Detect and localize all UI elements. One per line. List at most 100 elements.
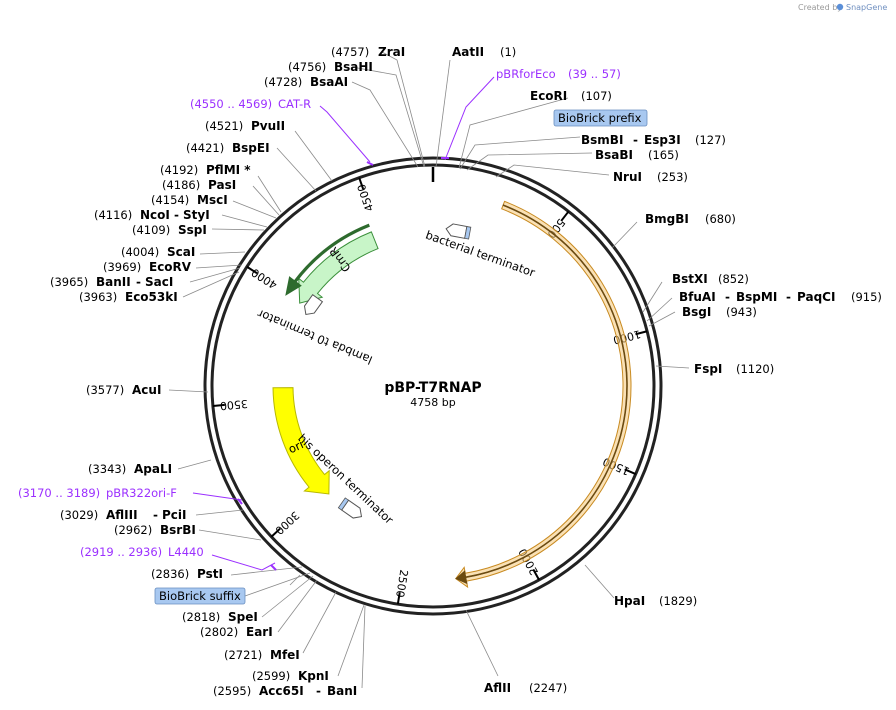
primer-pbr322ori-f[interactable]: pBR322ori-F [106, 486, 177, 500]
enzyme-bsmbi[interactable]: BsmBI [581, 133, 623, 147]
tick-mark-4500 [358, 177, 365, 190]
tick-mark-1500 [624, 468, 637, 476]
primer-pbr322ori-f-range: (3170 .. 3189) [18, 486, 100, 500]
enzyme-acc65i-pos: (2595) [213, 684, 251, 698]
backbone-outer [203, 156, 663, 616]
primer-pbrforeco[interactable]: pBRforEco [496, 67, 556, 81]
enzyme-sspi[interactable]: SspI [178, 223, 207, 237]
enzyme-bsgi[interactable]: BsgI [682, 305, 711, 319]
enzyme-banii[interactable]: BanII [96, 275, 131, 289]
enzyme-spei[interactable]: SpeI [228, 610, 258, 624]
enzyme-bsaai-pos: (4728) [264, 75, 302, 89]
primer-cat-r[interactable]: CAT-R [278, 97, 311, 111]
primer-l4440-leader [211, 554, 276, 571]
plasmid-size: 4758 bp [410, 396, 455, 409]
enzyme-banii-pos: (3965) [50, 275, 88, 289]
feature-ori[interactable] [272, 387, 330, 495]
biobrick-prefix[interactable]: BioBrick prefix [558, 111, 642, 125]
enzyme-ncoi-pos: (4116) [94, 208, 132, 222]
tick-mark-1000 [635, 330, 648, 336]
biobrick-prefix-box [553, 109, 648, 127]
enzyme-afliii-pos: (3029) [60, 508, 98, 522]
enzyme-bspmi-sep: - [786, 290, 791, 304]
enzyme-kpni[interactable]: KpnI [298, 669, 329, 683]
enzyme-nrui[interactable]: NruI [613, 170, 642, 184]
enzyme-afliii-sep: - [153, 508, 158, 522]
feature-bacterial-terminator[interactable] [445, 223, 472, 240]
enzyme-pflmi-pos: (4192) [160, 163, 198, 177]
enzyme-apali[interactable]: ApaLI [134, 462, 172, 476]
feature-his-operon-terminator[interactable] [337, 497, 365, 522]
enzyme-bfuai[interactable]: BfuAI [679, 290, 716, 304]
enzyme-bsahi[interactable]: BsaHI [334, 60, 373, 74]
enzyme-ecori-pos: (107) [581, 89, 612, 103]
enzyme-ecori[interactable]: EcoRI [530, 89, 567, 103]
plasmid-name: pBP-T7RNAP [384, 380, 481, 396]
enzyme-bsabi[interactable]: BsaBI [595, 148, 633, 162]
enzyme-aatii-pos: (1) [500, 45, 516, 59]
feature-t7-rnap[interactable] [455, 200, 632, 589]
enzyme-zrai[interactable]: ZraI [378, 45, 405, 59]
enzyme-bsrbi[interactable]: BsrBI [160, 523, 196, 537]
enzyme-bsabi-pos: (165) [648, 148, 679, 162]
enzyme-aatii[interactable]: AatII [452, 45, 484, 59]
enzyme-msci[interactable]: MscI [197, 193, 228, 207]
enzyme-pasi[interactable]: PasI [208, 178, 236, 192]
primer-l4440[interactable]: L4440 [168, 545, 204, 559]
enzyme-psti[interactable]: PstI [197, 567, 223, 581]
enzyme-ncoi[interactable]: NcoI [140, 208, 170, 222]
enzyme-bspei[interactable]: BspEI [232, 141, 270, 155]
enzyme-bmgbi-pos: (680) [705, 212, 736, 226]
primer-l4440-range: (2919 .. 2936) [80, 545, 162, 559]
feature-bacterial-terminator-label: bacterial terminator [424, 228, 537, 280]
tick-mark-3000 [270, 527, 281, 538]
feature-cmr-strand [285, 223, 370, 296]
enzyme-bspmi[interactable]: BspMI [736, 290, 777, 304]
enzyme-pvuii[interactable]: PvuII [251, 119, 285, 133]
enzyme-hpai[interactable]: HpaI [614, 594, 645, 608]
enzyme-afliii[interactable]: AflIII [106, 508, 138, 522]
snapgene-logo-icon [836, 3, 844, 11]
enzyme-acui[interactable]: AcuI [132, 383, 161, 397]
enzyme-scai-pos: (4004) [121, 245, 159, 259]
enzyme-bani[interactable]: BanI [327, 684, 357, 698]
enzyme-spei-pos: (2818) [182, 610, 220, 624]
primer-pbrforeco-leader [444, 76, 495, 161]
enzyme-bmgbi[interactable]: BmgBI [645, 212, 689, 226]
enzyme-paqci[interactable]: PaqCI [797, 290, 835, 304]
watermark-brand: SnapGene [846, 3, 887, 12]
enzyme-esp3i[interactable]: Esp3I [644, 133, 681, 147]
enzyme-bsaai[interactable]: BsaAI [310, 75, 348, 89]
feature-lambda-t0-terminator-label: lambda t0 terminator [255, 306, 374, 367]
enzyme-pvuii-pos: (4521) [205, 119, 243, 133]
tick-mark-3500 [212, 403, 225, 407]
watermark-prefix: Created by [798, 3, 842, 12]
enzyme-fspi[interactable]: FspI [694, 362, 722, 376]
enzyme-acc65i[interactable]: Acc65I [259, 684, 304, 698]
enzyme-aflii[interactable]: AflII [484, 681, 511, 695]
enzyme-pasi-pos: (4186) [162, 178, 200, 192]
tick-mark-500 [560, 210, 570, 222]
enzyme-eari-pos: (2802) [200, 625, 238, 639]
feature-lambda-t0-terminator[interactable] [301, 293, 324, 318]
tick-mark-2500 [396, 592, 401, 605]
enzyme-styi[interactable]: StyI [183, 208, 210, 222]
enzyme-eco53ki[interactable]: Eco53kI [125, 290, 178, 304]
enzyme-eco53ki-pos: (3963) [79, 290, 117, 304]
enzyme-scai[interactable]: ScaI [167, 245, 195, 259]
enzyme-bsmbi-sep: - [633, 133, 638, 147]
enzyme-ecorv-pos: (3969) [103, 260, 141, 274]
enzyme-pflmi[interactable]: PflMI * [206, 163, 251, 177]
enzyme-mfei[interactable]: MfeI [270, 648, 300, 662]
enzyme-ecorv[interactable]: EcoRV [149, 260, 192, 274]
primer-pbrforeco-range: (39 .. 57) [568, 67, 621, 81]
enzyme-saci[interactable]: SacI [145, 275, 173, 289]
biobrick-suffix-box [154, 587, 246, 605]
enzyme-eari[interactable]: EarI [246, 625, 273, 639]
enzyme-pcii[interactable]: PciI [162, 508, 187, 522]
enzyme-bstxi[interactable]: BstXI [672, 272, 708, 286]
enzyme-msci-pos: (4154) [151, 193, 189, 207]
enzyme-aflii-pos: (2247) [529, 681, 567, 695]
biobrick-suffix[interactable]: BioBrick suffix [159, 589, 241, 603]
